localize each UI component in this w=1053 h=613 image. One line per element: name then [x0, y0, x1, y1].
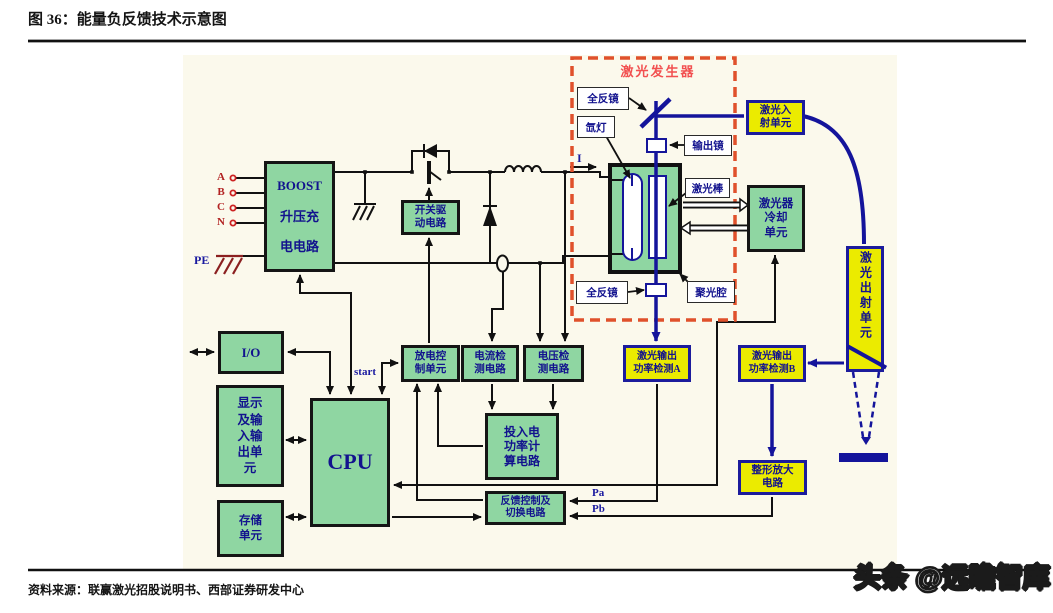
display-unit-box: 显示 及输 入输 出单 元	[216, 385, 284, 487]
power-calc-line: 投入电	[503, 424, 540, 439]
power-calc-line: 功率计	[503, 439, 540, 454]
voltage-detect-box: 电压检 测电路	[523, 345, 584, 382]
pa-label: Pa	[592, 487, 605, 499]
display-unit-line: 出单	[237, 445, 263, 460]
boost-box: BOOST 升压充 电电路	[264, 161, 335, 272]
power-detect-b-line: 功率检测B	[748, 363, 796, 375]
display-unit-line: 元	[243, 461, 257, 476]
cooling-line: 激光器	[758, 198, 794, 211]
switch-driver-line: 动电路	[414, 217, 447, 229]
switch-driver-box: 开关驱 动电路	[401, 200, 460, 235]
boost-line: 电电路	[279, 238, 319, 254]
storage-box: 存储 单元	[217, 500, 284, 557]
pe-label: PE	[194, 253, 210, 267]
full-mirror-bottom-label: 全反镜	[576, 281, 628, 304]
cooling-unit-box: 激光器 冷却 单元	[747, 185, 805, 252]
laser-incidence-line: 激光入	[759, 104, 792, 116]
watermark: 头条 @远瞻智库	[853, 562, 1050, 594]
figure-source: 资料来源：联赢激光招股说明书、西部证券研发中心	[28, 583, 305, 597]
power-detect-a-line: 激光输出	[637, 351, 677, 363]
shaping-amplifier-box: 整形放大 电路	[738, 460, 807, 495]
cpu-box: CPU	[310, 398, 390, 527]
start-label: start	[354, 366, 376, 378]
pb-label: Pb	[592, 503, 605, 515]
laser-exit-label: 激光出射单元	[858, 251, 873, 341]
display-unit-line: 及输	[237, 412, 263, 427]
shaping-line: 电路	[762, 477, 783, 489]
power-detect-a-box: 激光输出 功率检测A	[623, 345, 691, 382]
input-n-label: N	[217, 216, 225, 228]
input-b-label: B	[217, 186, 225, 198]
laser-generator-label: 激光发生器	[620, 64, 696, 79]
input-a-label: A	[217, 171, 225, 183]
power-detect-b-box: 激光输出 功率检测B	[738, 345, 806, 382]
cooling-line: 冷却	[764, 212, 788, 225]
laser-exit-box: 激光出射单元	[846, 246, 888, 372]
cavity-label: 聚光腔	[687, 281, 735, 303]
feedback-switch-box: 反馈控制及 切换电路	[485, 491, 566, 525]
feedback-line: 反馈控制及	[500, 495, 551, 507]
current-i-label: I	[577, 151, 582, 165]
power-detect-a-line: 功率检测A	[633, 363, 681, 375]
display-unit-line: 入输	[237, 428, 263, 443]
xenon-lamp-label: 氙灯	[577, 116, 615, 138]
discharge-line: 制单元	[414, 363, 447, 375]
voltage-detect-line: 电压检	[537, 350, 570, 362]
io-label: I/O	[241, 344, 261, 360]
io-box: I/O	[218, 331, 284, 374]
exit-mirror-icon	[846, 344, 888, 369]
figure-title: 图 36：能量负反馈技术示意图	[28, 12, 227, 28]
power-detect-b-line: 激光输出	[752, 351, 792, 363]
switch-driver-line: 开关驱	[414, 204, 447, 216]
discharge-control-box: 放电控 制单元	[401, 345, 460, 382]
cpu-label: CPU	[327, 449, 373, 475]
cooling-line: 单元	[764, 226, 788, 239]
storage-line: 存储	[239, 515, 262, 528]
laser-incidence-line: 射单元	[759, 117, 792, 129]
discharge-line: 放电控	[414, 350, 447, 362]
laser-incidence-box: 激光入 射单元	[746, 100, 805, 135]
storage-line: 单元	[239, 529, 262, 542]
boost-line: 升压充	[279, 208, 319, 224]
current-detect-line: 电流检	[474, 350, 506, 362]
current-detect-box: 电流检 测电路	[461, 345, 519, 382]
boost-line: BOOST	[277, 178, 322, 194]
voltage-detect-line: 测电路	[537, 363, 570, 375]
display-unit-line: 显示	[237, 396, 263, 411]
power-calc-box: 投入电 功率计 算电路	[485, 413, 559, 480]
feedback-line: 切换电路	[505, 508, 546, 519]
laser-rod-label: 激光棒	[685, 178, 730, 198]
full-mirror-top-label: 全反镜	[577, 87, 629, 110]
current-detect-line: 测电路	[474, 363, 506, 375]
input-c-label: C	[217, 201, 225, 213]
power-calc-line: 算电路	[503, 453, 540, 468]
output-mirror-label: 输出镜	[684, 135, 732, 156]
shaping-line: 整形放大	[751, 464, 794, 476]
